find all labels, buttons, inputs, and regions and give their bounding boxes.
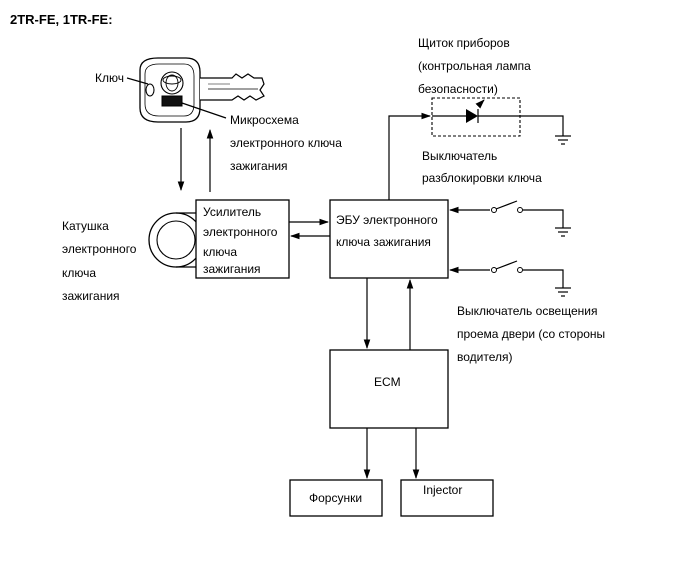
coil-label: Катушка электронного ключа зажигания (62, 219, 137, 303)
injectors-ru-box (289, 479, 383, 517)
svg-text:водителя): водителя) (457, 350, 513, 364)
amplifier-label: Усилитель электронного ключа зажигания (203, 205, 278, 276)
svg-text:ключа зажигания: ключа зажигания (336, 235, 431, 249)
ground-icon (555, 227, 571, 237)
svg-text:электронного ключа: электронного ключа (230, 136, 342, 150)
amplifier-box (195, 199, 290, 279)
svg-text:зажигания: зажигания (230, 159, 288, 173)
cluster-label: Щиток приборов (контрольная лампа безопа… (418, 36, 531, 96)
switch-icon (491, 200, 523, 213)
key-icon (139, 57, 265, 123)
switch-icon (491, 260, 523, 273)
svg-text:проема двери (со стороны: проема двери (со стороны (457, 327, 605, 341)
svg-text:безопасности): безопасности) (418, 82, 498, 96)
svg-text:электронного: электронного (203, 225, 278, 239)
cluster-box (431, 97, 521, 137)
svg-text:электронного: электронного (62, 242, 137, 256)
ground-icon (555, 135, 571, 145)
injectors-ru-label: Форсунки (309, 491, 362, 505)
key-label: Ключ (95, 71, 124, 85)
chip-leader-line (181, 102, 227, 119)
diagram-title: 2TR-FE, 1TR-FE: (10, 12, 113, 27)
ground-icon (555, 287, 571, 297)
ecu-label: ЭБУ электронного ключа зажигания (336, 213, 438, 249)
svg-text:ключа: ключа (62, 266, 96, 280)
door-switch-label: Выключатель освещения проема двери (со с… (457, 304, 605, 364)
svg-text:(контрольная лампа: (контрольная лампа (418, 59, 531, 73)
svg-text:Выключатель: Выключатель (422, 149, 497, 163)
svg-text:Выключатель освещения: Выключатель освещения (457, 304, 597, 318)
injector-en-box (400, 479, 494, 517)
svg-text:ключа: ключа (203, 245, 237, 259)
svg-text:Микросхема: Микросхема (230, 113, 299, 127)
injector-en-label: Injector (423, 483, 462, 497)
svg-text:зажигания: зажигания (62, 289, 120, 303)
key-leader-line (126, 77, 149, 85)
svg-text:Усилитель: Усилитель (203, 205, 261, 219)
ecm-label: ECM (374, 375, 401, 389)
ecm-box (329, 349, 449, 429)
door-switch-ground-wire (523, 269, 564, 288)
coil-icon (148, 212, 204, 268)
svg-text:Катушка: Катушка (62, 219, 109, 233)
svg-text:ЭБУ электронного: ЭБУ электронного (336, 213, 438, 227)
led-icon (432, 99, 520, 123)
unlock-switch-ground-wire (523, 209, 564, 228)
ecu-box (329, 199, 449, 279)
svg-text:разблокировки ключа: разблокировки ключа (422, 171, 542, 185)
arrow-ecu-to-cluster (388, 112, 431, 200)
chip-label: Микросхема электронного ключа зажигания (230, 113, 342, 173)
svg-text:зажигания: зажигания (203, 262, 261, 276)
cluster-ground-wire (520, 115, 564, 136)
unlock-switch-label: Выключатель разблокировки ключа (422, 149, 542, 185)
svg-text:Щиток приборов: Щиток приборов (418, 36, 510, 50)
